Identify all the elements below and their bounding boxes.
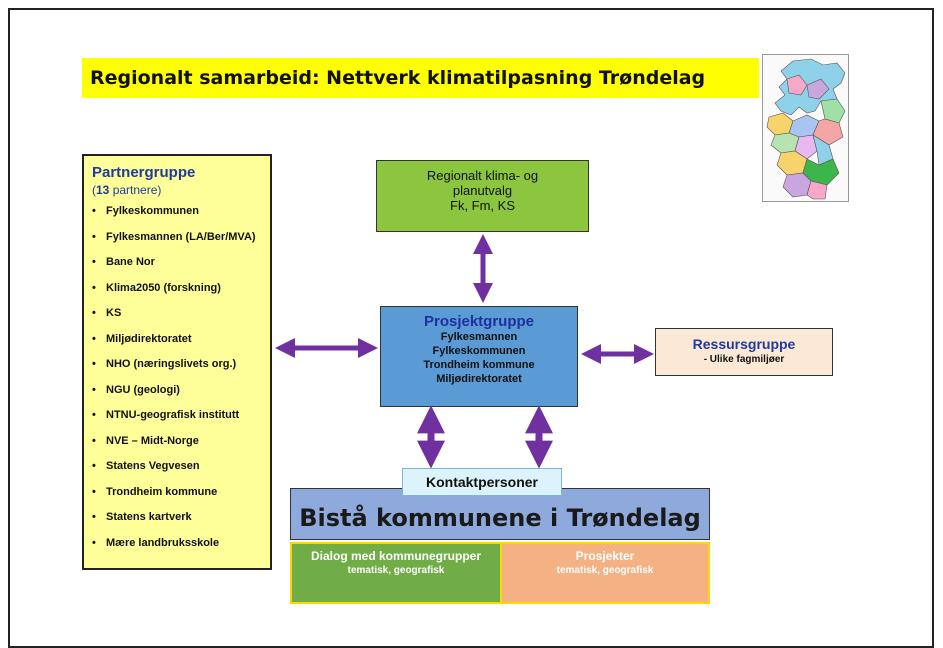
- partner-name: NTNU-geografisk institutt: [106, 409, 240, 421]
- bullet-icon: •: [92, 383, 96, 396]
- bullet-icon: •: [92, 536, 96, 549]
- resource-group-title: Ressursgruppe: [692, 336, 796, 352]
- partner-list-item: • Mære landbruksskole: [92, 537, 270, 563]
- partner-list-item: • Fylkeskommunen: [92, 205, 270, 231]
- bullet-icon: •: [92, 358, 96, 370]
- partner-name: Mære landbruksskole: [106, 536, 220, 549]
- partner-list-item: • NHO (næringslivets org.): [92, 358, 270, 384]
- partner-name: Fylkesmannen (LA/Ber/MVA): [106, 230, 256, 243]
- bullet-icon: •: [92, 256, 96, 268]
- partner-name: Statens kartverk: [106, 511, 192, 523]
- partner-list-item: • NTNU-geografisk institutt: [92, 409, 270, 435]
- project-group-member: Fylkeskommunen: [432, 345, 526, 357]
- regional-committee-box: Regionalt klima- og planutvalg Fk, Fm, K…: [376, 160, 589, 232]
- regional-committee-line2: planutvalg: [452, 183, 513, 198]
- dialog-title: Dialog med kommunegrupper: [310, 549, 482, 563]
- partner-list: • Fylkeskommunen • Fylkesmannen (LA/Ber/MV…: [92, 205, 270, 562]
- partner-name: NHO (næringslivets org.): [106, 358, 237, 370]
- partner-group-title: Partnergruppe: [92, 164, 196, 181]
- partner-list-item: • Statens kartverk: [92, 511, 270, 537]
- bullet-icon: •: [92, 205, 96, 217]
- project-group-box: Prosjektgruppe Fylkesmannen Fylkeskommun…: [380, 306, 578, 407]
- slide-title: Regionalt samarbeid: Nettverk klimatilpa…: [82, 58, 759, 98]
- dialog-subtitle: tematisk, geografisk: [347, 565, 445, 576]
- partner-list-item: • Fylkesmannen (LA/Ber/MVA): [92, 231, 270, 257]
- bullet-icon: •: [92, 511, 96, 523]
- partner-name: Trondheim kommune: [106, 485, 218, 498]
- partner-list-item: • Bane Nor: [92, 256, 270, 282]
- project-group-member: Fylkesmannen: [440, 331, 518, 343]
- project-group-member: Trondheim kommune: [423, 359, 535, 371]
- partner-list-item: • Miljødirektoratet: [92, 333, 270, 359]
- bullet-icon: •: [92, 281, 96, 294]
- partner-list-item: • KS: [92, 307, 270, 333]
- bullet-icon: •: [92, 332, 96, 345]
- regional-committee-line1: Regionalt klima- og: [426, 168, 539, 183]
- contact-persons-label: Kontaktpersoner: [402, 468, 562, 496]
- main-goal-banner: Bistå kommunene i Trøndelag: [290, 488, 710, 540]
- partner-name: KS: [106, 307, 122, 319]
- partner-name: NGU (geologi): [106, 383, 180, 396]
- dialog-box: Dialog med kommunegrupper tematisk, geog…: [290, 542, 502, 604]
- partner-list-item: • Klima2050 (forskning): [92, 282, 270, 308]
- bullet-icon: •: [92, 409, 96, 421]
- partner-count-prefix: (: [92, 183, 96, 197]
- partner-list-item: • NGU (geologi): [92, 384, 270, 410]
- project-group-title: Prosjektgruppe: [423, 313, 535, 330]
- resource-group-subtitle: - Ulike fagmiljøer: [703, 354, 785, 365]
- partner-group-box: Partnergruppe (13 partnere) • Fylkeskommu…: [82, 154, 272, 570]
- bullet-icon: •: [92, 307, 96, 319]
- project-group-member: Miljødirektoratet: [436, 373, 522, 385]
- projects-subtitle: tematisk, geografisk: [556, 565, 654, 576]
- partner-count-suffix: partnere): [109, 183, 162, 197]
- partner-count: (13 partnere): [92, 183, 270, 197]
- partner-name: Statens Vegvesen: [106, 460, 200, 472]
- partner-name: Bane Nor: [106, 256, 155, 268]
- bullet-icon: •: [92, 485, 96, 498]
- partner-name: Fylkeskommunen: [106, 205, 199, 217]
- partner-name: Klima2050 (forskning): [106, 281, 221, 294]
- bullet-icon: •: [92, 434, 96, 447]
- projects-box: Prosjekter tematisk, geografisk: [502, 542, 710, 604]
- partner-list-item: • Statens Vegvesen: [92, 460, 270, 486]
- resource-group-box: Ressursgruppe - Ulike fagmiljøer: [655, 328, 833, 376]
- partner-name: Miljødirektoratet: [106, 332, 192, 345]
- partner-count-number: 13: [96, 183, 110, 197]
- trondelag-map-icon: [762, 54, 849, 202]
- regional-committee-line3: Fk, Fm, KS: [450, 198, 515, 213]
- partner-name: NVE – Midt-Norge: [106, 434, 199, 447]
- bullet-icon: •: [92, 230, 96, 243]
- partner-list-item: • Trondheim kommune: [92, 486, 270, 512]
- partner-list-item: • NVE – Midt-Norge: [92, 435, 270, 461]
- bullet-icon: •: [92, 460, 96, 472]
- projects-title: Prosjekter: [575, 549, 635, 563]
